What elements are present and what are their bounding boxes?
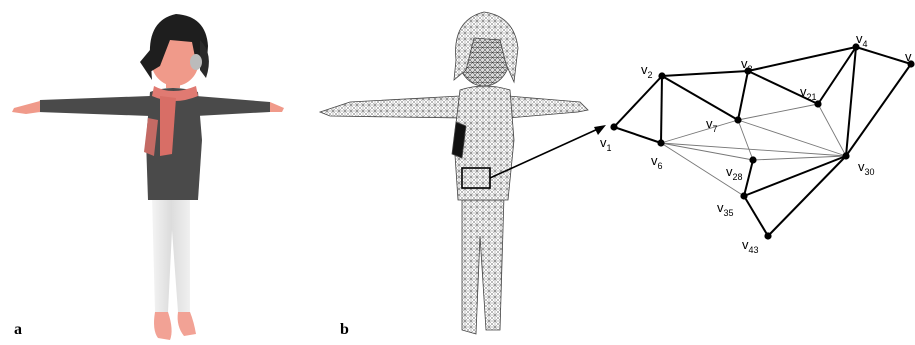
mesh-edge-v7-v28 — [738, 120, 753, 160]
mesh-edge-v7-v21 — [738, 104, 818, 120]
mesh-vertex-v6 — [657, 139, 664, 146]
panel-label-a: a — [14, 321, 22, 338]
mesh-edge-v3-v7 — [738, 71, 748, 120]
mesh-vertex-label-v5: v — [905, 49, 912, 64]
mesh-edge-v4-v5 — [856, 47, 911, 64]
mesh-vertex-v1 — [610, 123, 617, 130]
mesh-edge-v6-v30 — [661, 143, 846, 156]
character-left-arm — [38, 96, 150, 116]
mesh-vertex-label-v28: v28 — [726, 164, 743, 182]
character-model-b — [320, 12, 588, 334]
character-legs — [152, 196, 190, 312]
wire-left-arm — [320, 96, 460, 118]
mesh-edge-v6-v7 — [661, 120, 738, 143]
character-model-a — [12, 14, 284, 340]
character-left-foot — [154, 312, 172, 340]
mesh-edge-v4-v21 — [818, 47, 856, 104]
mesh-vertex-label-v43: v43 — [742, 237, 759, 255]
mesh-vertex-v7 — [734, 116, 741, 123]
mesh-vertex-label-v6: v6 — [651, 153, 663, 171]
wire-legs — [462, 196, 504, 334]
mesh-edge-v2-v7 — [662, 76, 738, 120]
mesh-vertex-label-v30: v30 — [858, 159, 875, 177]
mesh-vertex-v28 — [749, 156, 756, 163]
mesh-edge-v5-v30 — [846, 64, 911, 156]
mesh-edge-v30-v43 — [768, 156, 846, 236]
mesh-vertex-label-v21: v21 — [800, 84, 817, 102]
character-left-hand — [12, 101, 40, 114]
mesh-edge-v35-v43 — [744, 196, 768, 236]
wire-right-arm — [508, 96, 588, 118]
mesh-edge-v2-v3 — [662, 71, 748, 76]
mesh-edge-v28-v35 — [744, 160, 753, 196]
character-right-foot — [178, 312, 196, 336]
mesh-vertex-v35 — [740, 192, 747, 199]
mesh-vertex-label-v1: v1 — [600, 135, 612, 153]
mesh-vertex-label-v7: v7 — [706, 116, 718, 134]
mesh-edge-v1-v6 — [614, 127, 661, 143]
character-right-arm — [196, 96, 270, 116]
panel-label-b: b — [340, 321, 349, 338]
mesh-vertex-v2 — [658, 72, 665, 79]
mesh-edge-v30-v35 — [744, 156, 846, 196]
mesh-vertex-v43 — [764, 232, 771, 239]
character-right-hand — [270, 102, 284, 112]
mesh-edge-v3-v4 — [748, 47, 856, 71]
mesh-vertex-v30 — [842, 152, 849, 159]
mesh-edge-v28-v30 — [753, 156, 846, 160]
mesh-edge-v4-v30 — [846, 47, 856, 156]
mesh-vertex-label-v35: v35 — [717, 200, 734, 218]
mesh-vertex-label-v2: v2 — [641, 62, 653, 80]
mesh-edge-v1-v2 — [614, 76, 662, 127]
mesh-edge-v2-v6 — [661, 76, 662, 143]
